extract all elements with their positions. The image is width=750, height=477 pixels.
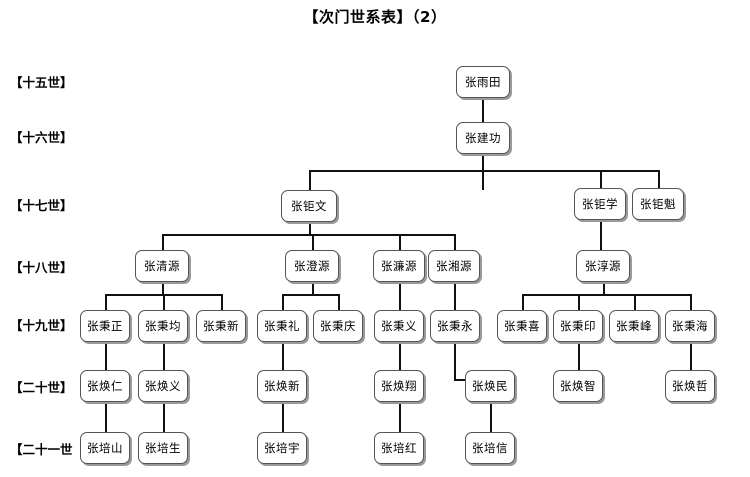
person-node[interactable]: 张濂源 [373, 250, 425, 282]
page-title: 【次门世系表】（2） [303, 8, 447, 26]
person-node[interactable]: 张培红 [374, 432, 424, 464]
connector-line [163, 294, 166, 310]
connector-line [105, 402, 108, 432]
person-node[interactable]: 张培山 [80, 432, 130, 464]
person-node[interactable]: 张焕民 [465, 370, 515, 402]
connector-line [105, 294, 108, 310]
person-node[interactable]: 张澄源 [285, 250, 339, 282]
person-node[interactable]: 张秉新 [196, 310, 246, 342]
connector-line [162, 234, 454, 237]
connector-line [282, 294, 338, 297]
generation-label: 【二十一世 [10, 442, 73, 457]
connector-line [312, 282, 315, 294]
connector-line [454, 234, 457, 250]
person-node[interactable]: 张培宇 [257, 432, 307, 464]
generation-label: 【十八世】 [10, 260, 73, 275]
connector-line [338, 294, 341, 310]
connector-line [600, 170, 603, 188]
connector-line [282, 402, 285, 432]
person-node[interactable]: 张湘源 [428, 250, 480, 282]
connector-line [454, 282, 457, 310]
generation-label: 【十六世】 [10, 130, 73, 145]
connector-line [282, 294, 285, 310]
person-node[interactable]: 张焕哲 [665, 370, 715, 402]
generation-label: 【十五世】 [10, 75, 73, 90]
connector-line [309, 222, 312, 234]
generation-label: 【十七世】 [10, 198, 73, 213]
person-node[interactable]: 张钜学 [574, 188, 626, 220]
connector-line [690, 294, 693, 310]
person-node[interactable]: 张秉义 [374, 310, 424, 342]
connector-line [658, 170, 661, 188]
connector-line [399, 234, 402, 250]
person-node[interactable]: 张焕智 [553, 370, 603, 402]
connector-line [399, 402, 402, 432]
person-node[interactable]: 张焕仁 [80, 370, 130, 402]
person-node[interactable]: 张秉礼 [257, 310, 307, 342]
connector-line [454, 379, 468, 382]
person-node[interactable]: 张淳源 [576, 250, 630, 282]
connector-line [163, 402, 166, 432]
connector-line [522, 294, 690, 297]
person-node[interactable]: 张焕义 [138, 370, 188, 402]
person-node[interactable]: 张秉峰 [609, 310, 659, 342]
person-node[interactable]: 张焕新 [257, 370, 307, 402]
connector-line [603, 282, 606, 294]
connector-line [690, 342, 693, 370]
connector-line [482, 154, 485, 170]
connector-line [162, 282, 165, 294]
person-node[interactable]: 张培信 [465, 432, 515, 464]
connector-line [309, 170, 312, 190]
person-node[interactable]: 张焕翔 [374, 370, 424, 402]
connector-line [482, 170, 485, 190]
person-node[interactable]: 张秉均 [138, 310, 188, 342]
generation-label: 【十九世】 [10, 318, 73, 333]
person-node[interactable]: 张培生 [138, 432, 188, 464]
connector-line [221, 294, 224, 310]
person-node[interactable]: 张秉印 [553, 310, 603, 342]
connector-line [482, 98, 485, 122]
person-node[interactable]: 张建功 [456, 122, 510, 154]
person-node[interactable]: 张秉永 [430, 310, 480, 342]
connector-line [312, 234, 315, 250]
connector-line [578, 342, 581, 370]
person-node[interactable]: 张钜魁 [632, 188, 684, 220]
connector-line [163, 342, 166, 370]
connector-line [490, 402, 493, 432]
person-node[interactable]: 张钜文 [281, 190, 337, 222]
connector-line [399, 282, 402, 310]
person-node[interactable]: 张秉庆 [313, 310, 363, 342]
person-node[interactable]: 张雨田 [456, 66, 510, 98]
connector-line [634, 294, 637, 310]
connector-line [399, 342, 402, 370]
connector-line [282, 342, 285, 370]
generation-label: 【二十世】 [10, 380, 73, 395]
connector-line [454, 342, 457, 379]
connector-line [162, 234, 165, 250]
person-node[interactable]: 张秉喜 [497, 310, 547, 342]
connector-line [578, 294, 581, 310]
connector-line [600, 220, 603, 250]
connector-line [105, 342, 108, 370]
person-node[interactable]: 张秉海 [665, 310, 715, 342]
person-node[interactable]: 张秉正 [80, 310, 130, 342]
person-node[interactable]: 张清源 [135, 250, 189, 282]
connector-line [522, 294, 525, 310]
